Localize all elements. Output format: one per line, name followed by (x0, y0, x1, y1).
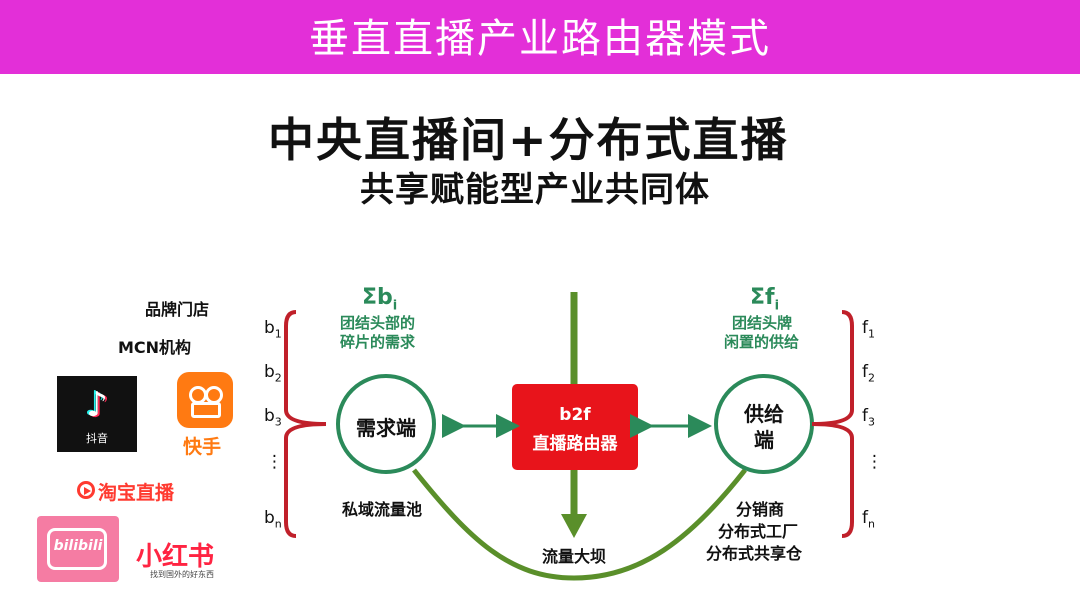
douyin-logo: ♪ 抖音 (57, 376, 137, 452)
page-title: 垂直直播产业路由器模式 (309, 16, 771, 62)
f-item-ellipsis: ⋮ (866, 452, 883, 472)
douyin-label: 抖音 (86, 432, 108, 445)
music-note-icon: ♪ (86, 385, 108, 425)
title-banner: 垂直直播产业路由器模式 (0, 0, 1080, 74)
b-item-3: b3 (264, 406, 282, 429)
router-line2: 直播路由器 (532, 434, 618, 454)
flow-curve (412, 468, 747, 581)
demand-desc-line2: 碎片的需求 (340, 333, 416, 351)
camera-icon (187, 386, 223, 418)
tv-icon (47, 528, 107, 570)
demand-desc-line1: 团结头部的 (340, 314, 416, 332)
supply-sum-label: Σfi (750, 285, 780, 314)
headline-line1: 中央直播间+分布式直播 (268, 113, 789, 167)
play-icon (77, 481, 95, 499)
private-pool-label: 私域流量池 (342, 500, 423, 519)
mcn-label: MCN机构 (118, 338, 192, 357)
supply-desc-line1: 团结头牌 (732, 314, 793, 332)
taobao-live-logo: 淘宝直播 (77, 478, 189, 504)
bilibili-label: bilibili (53, 538, 103, 554)
f-item-n: fn (862, 508, 875, 531)
bilibili-logo: bilibili (37, 516, 119, 582)
xiaohongshu-slogan: 找到国外的好东西 (150, 570, 214, 579)
demand-node-circle (336, 374, 436, 474)
headline-line2: 共享赋能型产业共同体 (360, 170, 710, 210)
router-box (512, 384, 638, 470)
f-item-1: f1 (862, 318, 875, 341)
f-item-2: f2 (862, 362, 875, 385)
left-bracket (284, 310, 327, 538)
router-line1: b2f (559, 405, 591, 425)
b-item-n: bn (264, 508, 282, 531)
xiaohongshu-label: 小红书 (136, 542, 215, 572)
demand-node-label: 需求端 (356, 416, 416, 440)
b-item-1: b1 (264, 318, 282, 341)
supply-role-3: 分布式共享仓 (706, 544, 803, 563)
supply-node-line2: 端 (754, 428, 774, 452)
f-item-3: f3 (862, 406, 875, 429)
supply-desc-line2: 闲置的供给 (724, 333, 800, 351)
supply-role-1: 分销商 (736, 500, 785, 519)
kuaishou-label: 快手 (183, 436, 222, 458)
taobao-label: 淘宝直播 (98, 482, 175, 504)
brand-store-label: 品牌门店 (145, 300, 210, 319)
supply-role-2: 分布式工厂 (718, 522, 799, 541)
kuaishou-logo (177, 372, 233, 428)
supply-node-line1: 供给 (744, 402, 784, 426)
right-bracket (811, 310, 854, 538)
vertical-flow-arrowhead (561, 514, 587, 538)
traffic-dam-label: 流量大坝 (542, 547, 607, 566)
demand-sum-label: Σbi (362, 285, 398, 314)
b-item-2: b2 (264, 362, 282, 385)
b-item-ellipsis: ⋮ (266, 452, 283, 472)
